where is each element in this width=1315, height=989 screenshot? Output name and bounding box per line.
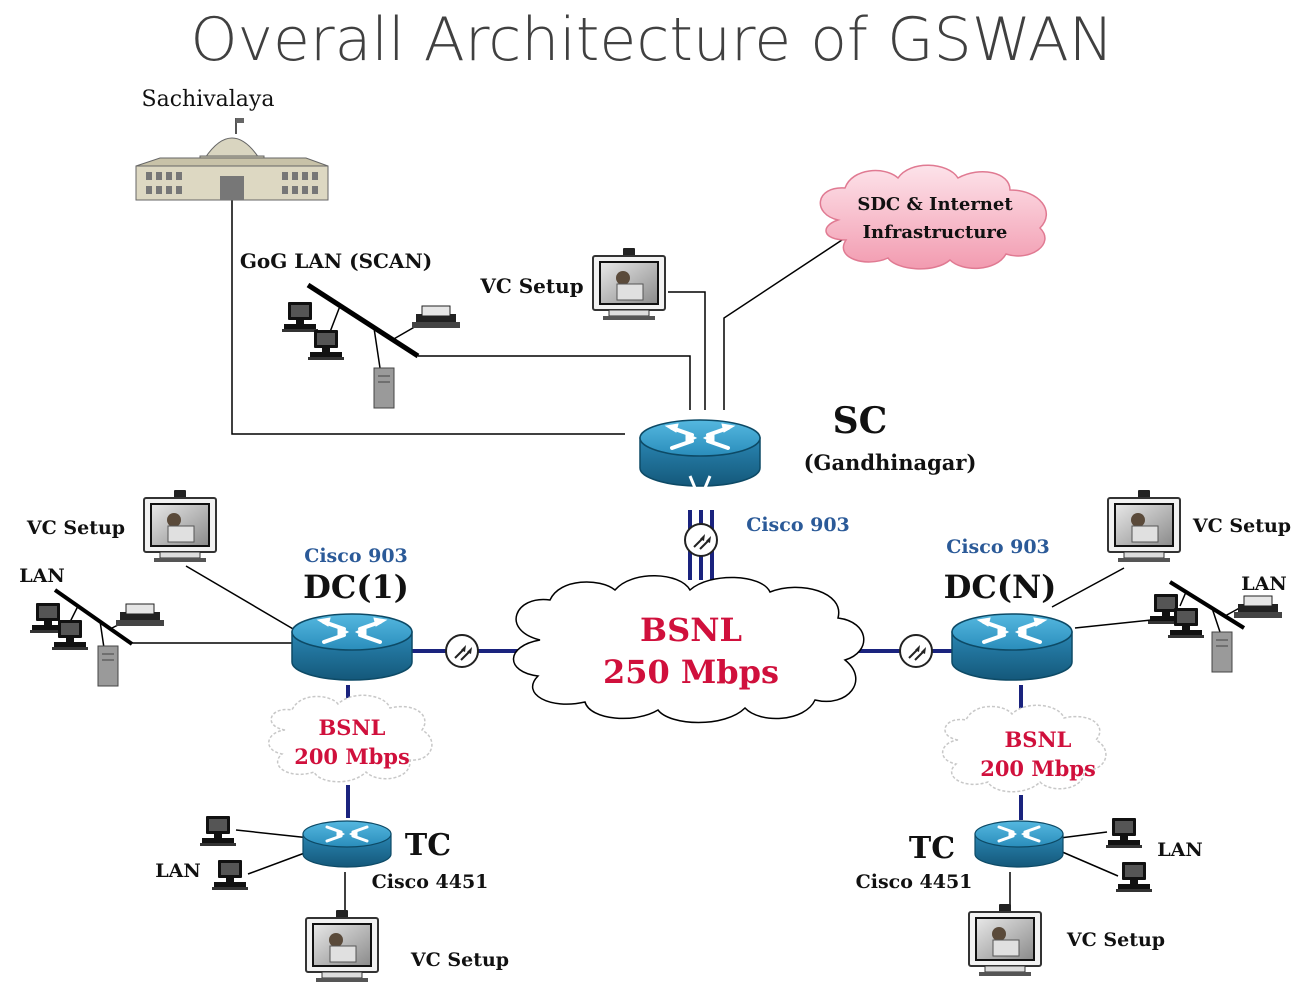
dc1-node: Cisco 903 DC(1) VC Setup LAN [19, 489, 414, 687]
cloud-icon [268, 694, 433, 783]
tc-right-lan-label: LAN [1157, 839, 1202, 861]
page-title: Overall Architecture of GSWAN [190, 5, 1113, 75]
dcn-label: DC(N) [944, 568, 1057, 606]
dcn-router-icon [950, 612, 1074, 682]
cloud-icon [942, 704, 1107, 793]
gog-lan-node: GoG LAN (SCAN) [240, 249, 461, 409]
sc-router-icon [638, 418, 762, 488]
printer-icon [411, 305, 461, 329]
right-cloud-line2: 200 Mbps [980, 756, 1096, 781]
sc-vc-label: VC Setup [479, 274, 583, 298]
tc-right-node: TC Cisco 4451 LAN VC Setup [856, 818, 1203, 977]
printer-icon [115, 603, 165, 627]
core-cloud-node: BSNL 250 Mbps [512, 575, 865, 724]
cloud-icon [512, 575, 865, 724]
dcn-vc-label: VC Setup [1192, 515, 1291, 537]
core-cloud-line1: BSNL [640, 611, 742, 649]
vc-monitor-icon [968, 903, 1042, 977]
right-cloud-node: BSNL 200 Mbps [942, 704, 1107, 793]
tc-right-router-icon [973, 819, 1065, 869]
left-cloud-line1: BSNL [319, 715, 386, 740]
desktop-computer-icon [212, 860, 248, 890]
server-tower-icon [373, 367, 395, 409]
tc-left-lan-label: LAN [155, 860, 200, 882]
dc1-lan-label: LAN [19, 565, 64, 587]
core-cloud-line2: 250 Mbps [603, 653, 779, 691]
sc-node: SC (Gandhinagar) Cisco 903 [638, 400, 977, 557]
sachivalaya-node: Sachivalaya [135, 87, 329, 201]
sdc-label-line1: SDC & Internet [857, 194, 1013, 215]
vc-monitor-icon [143, 489, 217, 563]
printer-icon [1233, 595, 1283, 619]
sc-vc-node: VC Setup [479, 247, 666, 321]
tc-left-router-icon [301, 819, 393, 869]
left-cloud-node: BSNL 200 Mbps [268, 694, 433, 783]
desktop-computer-icon [200, 816, 236, 846]
desktop-computer-icon [1106, 818, 1142, 848]
modem-icon [684, 523, 718, 557]
tc-right-device-label: Cisco 4451 [856, 871, 973, 893]
tc-left-vc-label: VC Setup [410, 949, 509, 971]
sc-device-label: Cisco 903 [746, 514, 850, 536]
vc-monitor-icon [592, 247, 666, 321]
tc-right-label: TC [909, 831, 955, 866]
sc-sublabel: (Gandhinagar) [804, 450, 977, 475]
left-cloud-line2: 200 Mbps [294, 744, 410, 769]
dc1-device-label: Cisco 903 [304, 545, 408, 567]
tc-left-device-label: Cisco 4451 [372, 871, 489, 893]
government-building-icon [135, 118, 329, 201]
sdc-cloud-node: SDC & Internet Infrastructure [819, 164, 1047, 270]
modem-icon [899, 634, 933, 668]
tc-right-vc-label: VC Setup [1066, 929, 1165, 951]
gog-lan-label: GoG LAN (SCAN) [240, 249, 432, 273]
vc-monitor-icon [1107, 489, 1181, 563]
modem-icon [445, 634, 479, 668]
desktop-computer-icon [308, 330, 344, 360]
connection-lines [53, 200, 1246, 912]
desktop-computer-icon [1116, 862, 1152, 892]
sdc-label-line2: Infrastructure [863, 222, 1008, 243]
sachivalaya-label: Sachivalaya [142, 87, 275, 112]
dcn-node: Cisco 903 DC(N) VC Setup LAN [944, 489, 1291, 682]
tc-left-label: TC [405, 828, 451, 863]
dcn-lan-label: LAN [1241, 573, 1286, 595]
dc1-router-icon [290, 612, 414, 682]
cloud-icon [819, 164, 1047, 270]
server-tower-icon [97, 645, 119, 687]
desktop-computer-icon [52, 620, 88, 650]
desktop-computer-icon [282, 302, 318, 332]
server-tower-icon [1211, 631, 1233, 673]
right-cloud-line1: BSNL [1005, 727, 1072, 752]
dc1-label: DC(1) [303, 568, 409, 606]
dcn-device-label: Cisco 903 [946, 536, 1050, 558]
sc-label: SC [833, 400, 888, 442]
dc1-vc-label: VC Setup [26, 517, 125, 539]
vc-monitor-icon [305, 909, 379, 983]
tc-left-node: TC Cisco 4451 LAN VC Setup [155, 816, 509, 983]
